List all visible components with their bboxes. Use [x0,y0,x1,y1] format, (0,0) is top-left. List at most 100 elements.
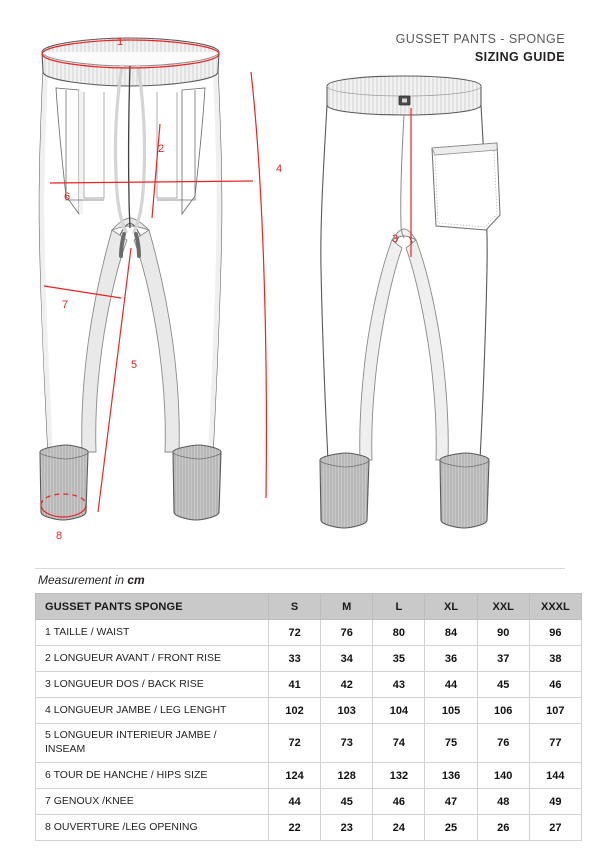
cell-back-rise-xxl: 45 [476,671,530,698]
cell-leg-opening-xl: 25 [424,814,478,841]
column-header-xxxl: XXXL [528,593,582,620]
cell-front-rise-s: 33 [267,645,322,672]
front-drawstring-center [127,65,131,229]
cell-hips-xl: 136 [424,762,478,789]
column-header-xxl: XXL [476,593,530,620]
front-gusset-right [133,229,180,453]
measurement-note-prefix: Measurement in [38,573,128,587]
column-header-xl: XL [424,593,478,620]
cell-waist-xl: 84 [424,619,478,646]
table-row: 1 TAILLE / WAIST 72 76 80 84 90 96 [35,619,582,646]
column-header-m: M [320,593,374,620]
measure-line-waist [41,39,220,69]
cell-knee-xxxl: 49 [528,788,582,815]
callout-1: 1 [117,36,123,48]
measure-line-inseam [97,247,132,513]
cell-inseam-l: 74 [372,723,426,763]
front-cuff-right-top-edge [172,451,222,460]
cell-hips-xxxl: 144 [528,762,582,789]
front-body-outline [38,71,223,453]
cell-hips-m: 128 [320,762,374,789]
document-header: GUSSET PANTS - SPONGE SIZING GUIDE [396,31,565,65]
row-label-leg-opening: 8 OUVERTURE /LEG OPENING [35,814,269,841]
cell-inseam-xxxl: 77 [528,723,582,763]
front-aglet-right [134,232,141,258]
row-label-hips: 6 TOUR DE HANCHE / HIPS SIZE [35,762,269,789]
front-drawstring-right [132,64,147,234]
cell-inseam-m: 73 [320,723,374,763]
cell-back-rise-l: 43 [372,671,426,698]
measurement-unit-note: Measurement in cm [38,573,145,587]
document-subtitle: SIZING GUIDE [474,50,565,64]
front-panel-seam-right [157,90,196,201]
cell-back-rise-m: 42 [320,671,374,698]
back-waistband [326,75,482,116]
front-drawstring-left [113,64,128,234]
cell-front-rise-xxl: 37 [476,645,530,672]
back-patch-pocket [431,142,501,231]
front-panel-seam-left [65,90,104,201]
size-chart-head: GUSSET PANTS SPONGE S M L XL XXL XXXL [35,593,582,620]
cell-leg-length-xl: 105 [424,697,478,724]
cell-leg-opening-xxxl: 27 [528,814,582,841]
cell-inseam-xxl: 76 [476,723,530,763]
row-label-inseam-line2: INSEAM [45,743,86,755]
cell-leg-length-l: 104 [372,697,426,724]
row-label-leg-length: 4 LONGUEUR JAMBE / LEG LENGHT [35,697,269,724]
table-header-row: GUSSET PANTS SPONGE S M L XL XXL XXXL [35,593,582,620]
measure-line-leg-opening-back [40,493,87,506]
front-pocket-right [181,87,206,216]
cell-back-rise-xxxl: 46 [528,671,582,698]
measure-line-front-rise [151,123,161,219]
cell-waist-s: 72 [267,619,322,646]
cell-back-rise-s: 41 [267,671,322,698]
cell-back-rise-xl: 44 [424,671,478,698]
column-header-s: S [267,593,322,620]
cell-knee-s: 44 [267,788,322,815]
row-label-inseam-line1: 5 LONGUEUR INTERIEUR JAMBE / [45,729,217,742]
row-label-front-rise: 2 LONGUEUR AVANT / FRONT RISE [35,645,269,672]
row-label-inseam: 5 LONGUEUR INTERIEUR JAMBE /INSEAM [35,723,269,763]
front-left-seam-shade [39,72,53,452]
cell-leg-opening-xxl: 26 [476,814,530,841]
cell-knee-xxl: 48 [476,788,530,815]
column-header-measurement: GUSSET PANTS SPONGE [35,593,269,620]
cell-hips-s: 124 [267,762,322,789]
size-chart-table: GUSSET PANTS SPONGE S M L XL XXL XXXL 1 … [35,593,582,841]
table-row: 4 LONGUEUR JAMBE / LEG LENGHT 102 103 10… [35,697,582,724]
front-gusset-left [81,229,128,453]
cell-inseam-xl: 75 [424,723,478,763]
row-label-back-rise: 3 LONGUEUR DOS / BACK RISE [35,671,269,698]
front-cuff-right [172,444,222,521]
cell-waist-m: 76 [320,619,374,646]
front-pocket-bag-right [156,92,178,199]
cell-hips-l: 132 [372,762,426,789]
cell-inseam-s: 72 [267,723,322,763]
back-cuff-right [439,452,490,529]
table-row: 3 LONGUEUR DOS / BACK RISE 41 42 43 44 4… [35,671,582,698]
product-title: GUSSET PANTS - SPONGE [395,32,565,46]
cell-front-rise-l: 35 [372,645,426,672]
cell-knee-m: 45 [320,788,374,815]
pants-front-view: 1 2 4 6 7 5 8 [38,36,282,542]
cell-leg-length-s: 102 [267,697,322,724]
section-divider [35,568,565,569]
measurement-note-unit: cm [127,573,145,587]
front-pocket-left [55,87,80,216]
pants-back-view: 3 [319,75,501,529]
cell-waist-xxxl: 96 [528,619,582,646]
measure-line-knee [43,285,122,299]
back-center-seam [400,114,405,239]
front-right-seam-shade [208,72,222,452]
callout-6: 6 [64,191,70,203]
cell-waist-l: 80 [372,619,426,646]
row-label-knee: 7 GENOUX /KNEE [35,788,269,815]
front-pocket-left-shade [79,90,83,214]
table-row: 8 OUVERTURE /LEG OPENING 22 23 24 25 26 … [35,814,582,841]
front-pocket-bag-left [83,92,105,199]
cell-front-rise-xl: 36 [424,645,478,672]
brand-label-tag-inner [402,98,407,103]
back-gusset-right [405,239,449,461]
back-pocket-hem [431,142,498,156]
cell-knee-l: 46 [372,788,426,815]
